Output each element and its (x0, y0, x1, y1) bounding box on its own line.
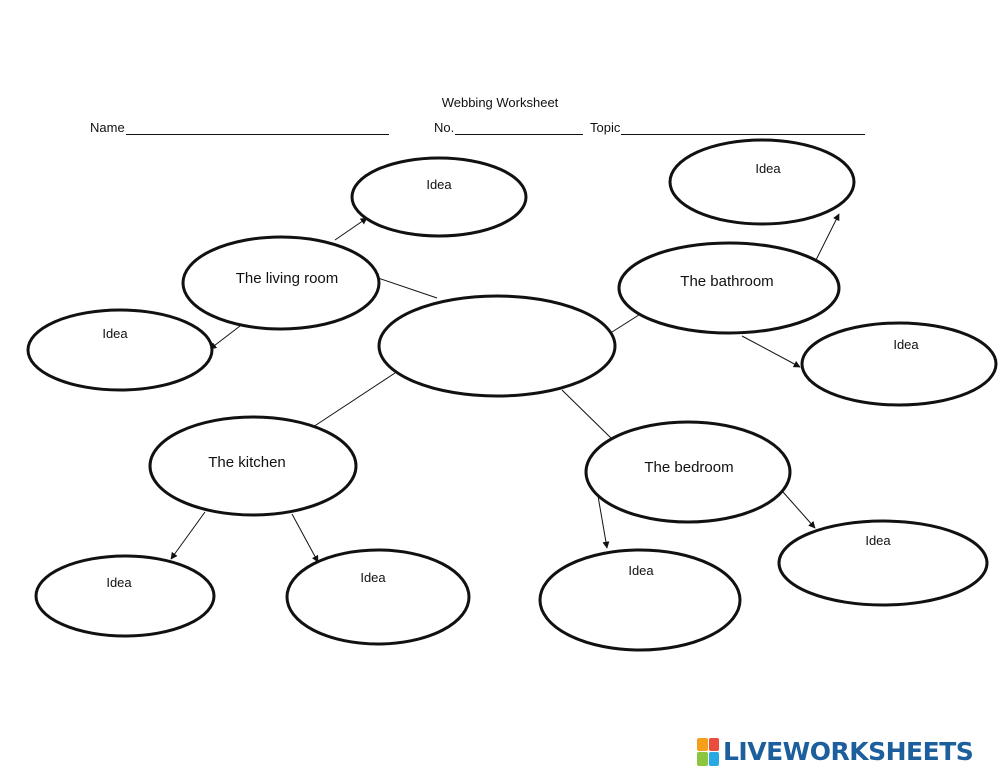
arrow-living-to-idea-left (209, 325, 241, 350)
idea-label-8: Idea (865, 533, 891, 548)
idea-node-6[interactable] (285, 548, 471, 646)
arrow-kitchen-to-idea-left (170, 511, 206, 560)
idea-label-5: Idea (106, 575, 132, 590)
arrow-kitchen-to-idea-right (291, 513, 319, 563)
idea-node-4[interactable] (800, 321, 998, 407)
number-field[interactable]: No. (434, 120, 584, 135)
idea-node-7[interactable] (538, 548, 742, 652)
arrow-bed-to-idea-left (597, 495, 610, 549)
worksheet-title: Webbing Worksheet (441, 95, 559, 110)
connector-bathroom (611, 312, 643, 333)
name-field[interactable]: Name (90, 120, 389, 135)
name-label: Name (90, 120, 125, 135)
idea-label-7: Idea (628, 563, 654, 578)
arrow-bath-to-idea-right (741, 335, 801, 368)
idea-node-2[interactable] (26, 308, 214, 392)
idea-node-8[interactable] (777, 519, 989, 607)
liveworksheets-logo: LIVEWORKSHEETS (697, 737, 974, 766)
arrow-bed-to-idea-right (782, 491, 816, 529)
topic-node-kitchen (148, 415, 358, 517)
idea-label-2: Idea (102, 326, 128, 341)
connector-bedroom (561, 389, 612, 439)
idea-node-1[interactable] (350, 156, 528, 238)
connectors (312, 277, 643, 439)
arrow-living-to-idea-top (334, 217, 368, 241)
logo-badge-icon (697, 737, 719, 766)
connector-living-room (377, 277, 438, 299)
idea-node-5[interactable] (34, 554, 216, 638)
name-line[interactable] (125, 122, 389, 135)
topic-node-living-room (181, 235, 381, 331)
idea-label-3: Idea (755, 161, 781, 176)
idea-node-3[interactable] (668, 138, 856, 226)
topic-label: Topic (590, 120, 621, 135)
arrow-bath-to-idea-top (814, 213, 840, 263)
number-label: No. (434, 120, 455, 135)
idea-label-1: Idea (426, 177, 452, 192)
topic-node-bathroom (617, 241, 841, 335)
topic-field[interactable]: Topic (590, 120, 866, 135)
topic-label-kitchen: The kitchen (208, 454, 286, 471)
idea-label-4: Idea (893, 337, 919, 352)
topic-label-living-room: The living room (236, 270, 339, 287)
logo-wordmark: LIVEWORKSHEETS (723, 737, 974, 766)
connector-kitchen (312, 372, 396, 428)
number-line[interactable] (455, 122, 584, 135)
idea-label-6: Idea (360, 570, 386, 585)
arrows (170, 213, 840, 563)
topic-label-bathroom: The bathroom (680, 273, 773, 290)
topic-line[interactable] (621, 122, 866, 135)
topic-label-bedroom: The bedroom (644, 459, 733, 476)
center-node[interactable] (377, 294, 617, 398)
topic-node-bedroom (584, 420, 792, 524)
